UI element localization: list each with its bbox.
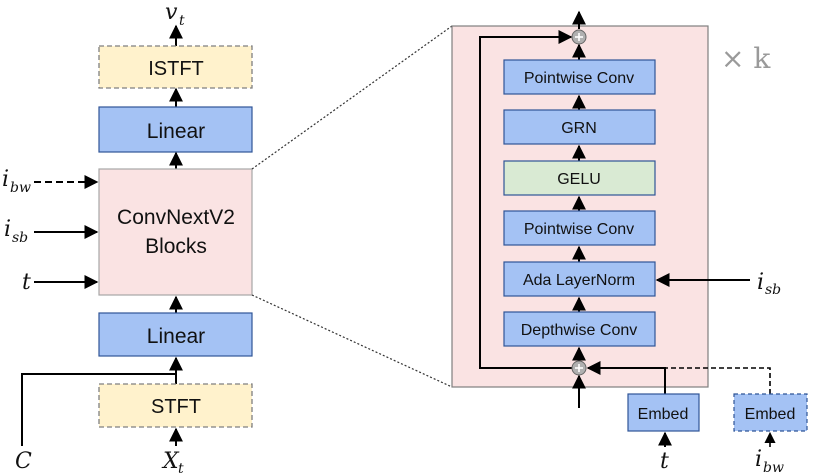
adder-bottom — [571, 360, 587, 376]
output-vt-label: v t — [165, 0, 185, 29]
svg-text:Linear: Linear — [147, 325, 205, 348]
residual-connection — [479, 30, 579, 369]
svg-text:Depthwise Conv: Depthwise Conv — [521, 322, 638, 339]
svg-text:X: X — [161, 449, 180, 474]
svg-text:i: i — [4, 217, 11, 242]
repeat-k-label: × k — [721, 42, 771, 75]
input-ibw-right-label: i bw — [755, 447, 784, 475]
svg-text:Linear: Linear — [147, 120, 205, 143]
svg-text:i: i — [757, 270, 764, 295]
stft-box: STFT — [98, 383, 253, 428]
linear-bottom-box: Linear — [98, 312, 253, 357]
input-c-label: C — [15, 449, 32, 474]
svg-text:sb: sb — [12, 230, 28, 246]
ada-layernorm-box: Ada LayerNorm — [503, 261, 656, 297]
svg-text:Embed: Embed — [638, 406, 689, 423]
svg-text:bw: bw — [10, 180, 31, 196]
input-isb-left-label: i sb — [4, 217, 28, 246]
svg-text:Pointwise Conv: Pointwise Conv — [524, 221, 634, 238]
svg-text:ConvNextV2: ConvNextV2 — [117, 206, 235, 229]
input-ibw-left-label: i bw — [2, 167, 31, 196]
svg-text:Pointwise Conv: Pointwise Conv — [524, 70, 634, 87]
input-t-left-label: t — [22, 270, 31, 295]
svg-text:bw: bw — [763, 460, 784, 475]
svg-text:v: v — [165, 0, 178, 25]
gelu-box: GELU — [503, 160, 656, 196]
svg-text:i: i — [755, 447, 762, 472]
svg-text:Embed: Embed — [745, 406, 796, 423]
depthwise-conv-box: Depthwise Conv — [503, 311, 656, 347]
svg-text:sb: sb — [765, 282, 781, 298]
adder-top — [571, 29, 587, 45]
embed-ibw-box: Embed — [733, 393, 808, 432]
linear-top-box: Linear — [98, 106, 253, 153]
embed-t-box: Embed — [627, 393, 700, 432]
svg-text:Blocks: Blocks — [145, 235, 207, 258]
svg-text:GRN: GRN — [561, 120, 597, 137]
svg-text:t: t — [179, 13, 185, 29]
zoom-line-bottom — [251, 294, 453, 388]
pointwise-conv-top-box: Pointwise Conv — [503, 59, 656, 95]
input-t-right-label: t — [660, 449, 669, 474]
istft-box: ISTFT — [98, 45, 253, 89]
input-xt-label: X t — [161, 449, 184, 475]
zoom-line-top — [251, 25, 453, 170]
input-isb-right-label: i sb — [757, 270, 781, 298]
svg-text:i: i — [2, 167, 9, 192]
path-c-to-linear — [21, 373, 176, 446]
convnext-blocks-box: ConvNextV2 Blocks — [98, 168, 253, 296]
pointwise-conv-bottom-box: Pointwise Conv — [503, 210, 656, 246]
svg-text:STFT: STFT — [151, 396, 201, 418]
svg-text:Ada LayerNorm: Ada LayerNorm — [523, 272, 635, 289]
path-embed-ibw-to-adder — [660, 367, 771, 394]
svg-text:GELU: GELU — [557, 171, 601, 188]
grn-box: GRN — [503, 109, 656, 145]
svg-text:t: t — [178, 461, 184, 475]
svg-text:ISTFT: ISTFT — [148, 58, 204, 80]
